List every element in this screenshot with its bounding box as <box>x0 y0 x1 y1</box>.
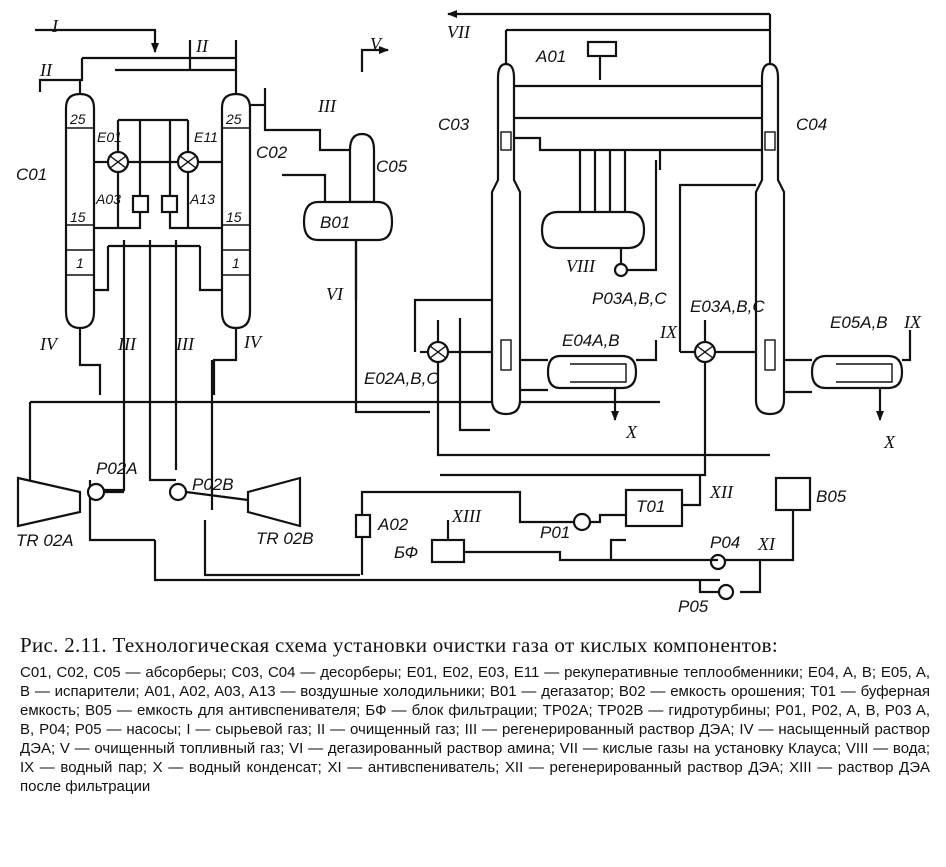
reflux-tank-b02 <box>540 210 646 250</box>
label-regen-dea-mid2: III <box>175 334 195 354</box>
label-p05: P05 <box>678 597 709 616</box>
label-steam-left: IX <box>659 322 678 342</box>
label-condensate-right: X <box>883 432 896 452</box>
label-purified-gas-left: II <box>39 60 53 80</box>
pump-p04 <box>709 553 727 571</box>
figure-caption: Рис. 2.11. Технологическая схема установ… <box>20 633 930 796</box>
label-p02b: P02B <box>192 475 234 494</box>
label-bf: БФ <box>394 543 418 562</box>
air-cooler-a13 <box>160 194 179 214</box>
process-flow-diagram: I II II III V VII C01 C02 C05 C03 C04 E0… <box>16 10 922 616</box>
reboiler-e04 <box>546 354 638 390</box>
label-feed-gas: I <box>51 16 59 36</box>
label-tray25-c02: 25 <box>225 111 242 127</box>
air-cooler-a03 <box>131 194 150 214</box>
label-saturated-dea-right: IV <box>243 332 263 352</box>
filter-block-bf <box>430 538 466 564</box>
pump-p01 <box>572 512 592 532</box>
label-acid-gas: VII <box>447 22 471 42</box>
label-a02: A02 <box>377 515 409 534</box>
label-c05: C05 <box>376 157 408 176</box>
exchanger-e02 <box>426 340 450 364</box>
label-tr02a: TR 02A <box>16 531 74 550</box>
label-tray25-c01: 25 <box>69 111 86 127</box>
saturated-lines <box>28 240 720 582</box>
label-t01: T01 <box>636 497 665 516</box>
pump-p03 <box>613 262 629 278</box>
label-c03: C03 <box>438 115 470 134</box>
label-filtered-dea: XIII <box>451 506 482 526</box>
buffer-tank-t01 <box>624 488 684 528</box>
degasser-b01 <box>302 200 394 242</box>
label-e05: E05A,B <box>830 313 888 332</box>
label-regen-dea-bottom: XII <box>709 482 734 502</box>
air-cooler-a01 <box>586 40 618 58</box>
label-p03: P03A,B,C <box>592 289 667 308</box>
absorber-c02 <box>220 60 252 330</box>
label-b05: B05 <box>816 487 847 506</box>
label-saturated-dea-left: IV <box>39 334 59 354</box>
label-a01: A01 <box>535 47 566 66</box>
label-e02: E02A,B,C <box>364 369 439 388</box>
label-a03: A03 <box>95 191 121 207</box>
label-p04: P04 <box>710 533 740 552</box>
air-cooler-a02 <box>354 513 372 539</box>
label-e01: E01 <box>97 129 122 145</box>
label-p01: P01 <box>540 523 570 542</box>
absorber-c05 <box>348 132 376 204</box>
pump-p02b <box>168 482 188 502</box>
label-degassed-amine: VI <box>326 284 344 304</box>
caption-legend: C01, C02, C05 — абсорберы; C03, C04 — де… <box>20 664 930 795</box>
desorber-c04 <box>754 62 786 416</box>
reboiler-e05 <box>810 354 904 390</box>
label-condensate-left: X <box>625 422 638 442</box>
label-tray15-c01: 15 <box>70 209 86 225</box>
label-c01: C01 <box>16 165 47 184</box>
label-regen-dea-top: III <box>317 96 337 116</box>
label-b01: B01 <box>320 213 350 232</box>
caption-title: Рис. 2.11. Технологическая схема установ… <box>20 633 778 657</box>
label-c04: C04 <box>796 115 827 134</box>
label-water: VIII <box>566 256 596 276</box>
label-p02a: P02A <box>96 459 138 478</box>
label-e11: E11 <box>194 129 218 145</box>
desorber-c03 <box>490 62 522 416</box>
label-tray15-c02: 15 <box>226 209 242 225</box>
label-regen-dea-mid1: III <box>117 334 137 354</box>
label-c02: C02 <box>256 143 288 162</box>
label-e03: E03A,B,C <box>690 297 765 316</box>
label-a13: A13 <box>189 191 215 207</box>
label-steam-right: IX <box>903 312 922 332</box>
label-tray1-c02: 1 <box>232 255 240 271</box>
exchanger-e01 <box>106 150 130 174</box>
absorber-c01 <box>64 80 96 330</box>
turbine-tr02a <box>16 476 82 528</box>
feed-lines <box>35 28 389 152</box>
label-antifoam: XI <box>757 534 776 554</box>
label-tray1-c01: 1 <box>76 255 84 271</box>
exchanger-e03 <box>693 340 717 364</box>
turbine-tr02b <box>246 476 302 528</box>
antifoam-tank-b05 <box>774 476 812 512</box>
label-e04: E04A,B <box>562 331 620 350</box>
pump-p02a <box>86 482 106 502</box>
label-tr02b: TR 02B <box>256 529 314 548</box>
label-purified-gas-right: II <box>195 36 209 56</box>
exchanger-e11 <box>176 150 200 174</box>
label-fuel-gas: V <box>370 34 383 54</box>
pump-p05 <box>717 583 735 601</box>
